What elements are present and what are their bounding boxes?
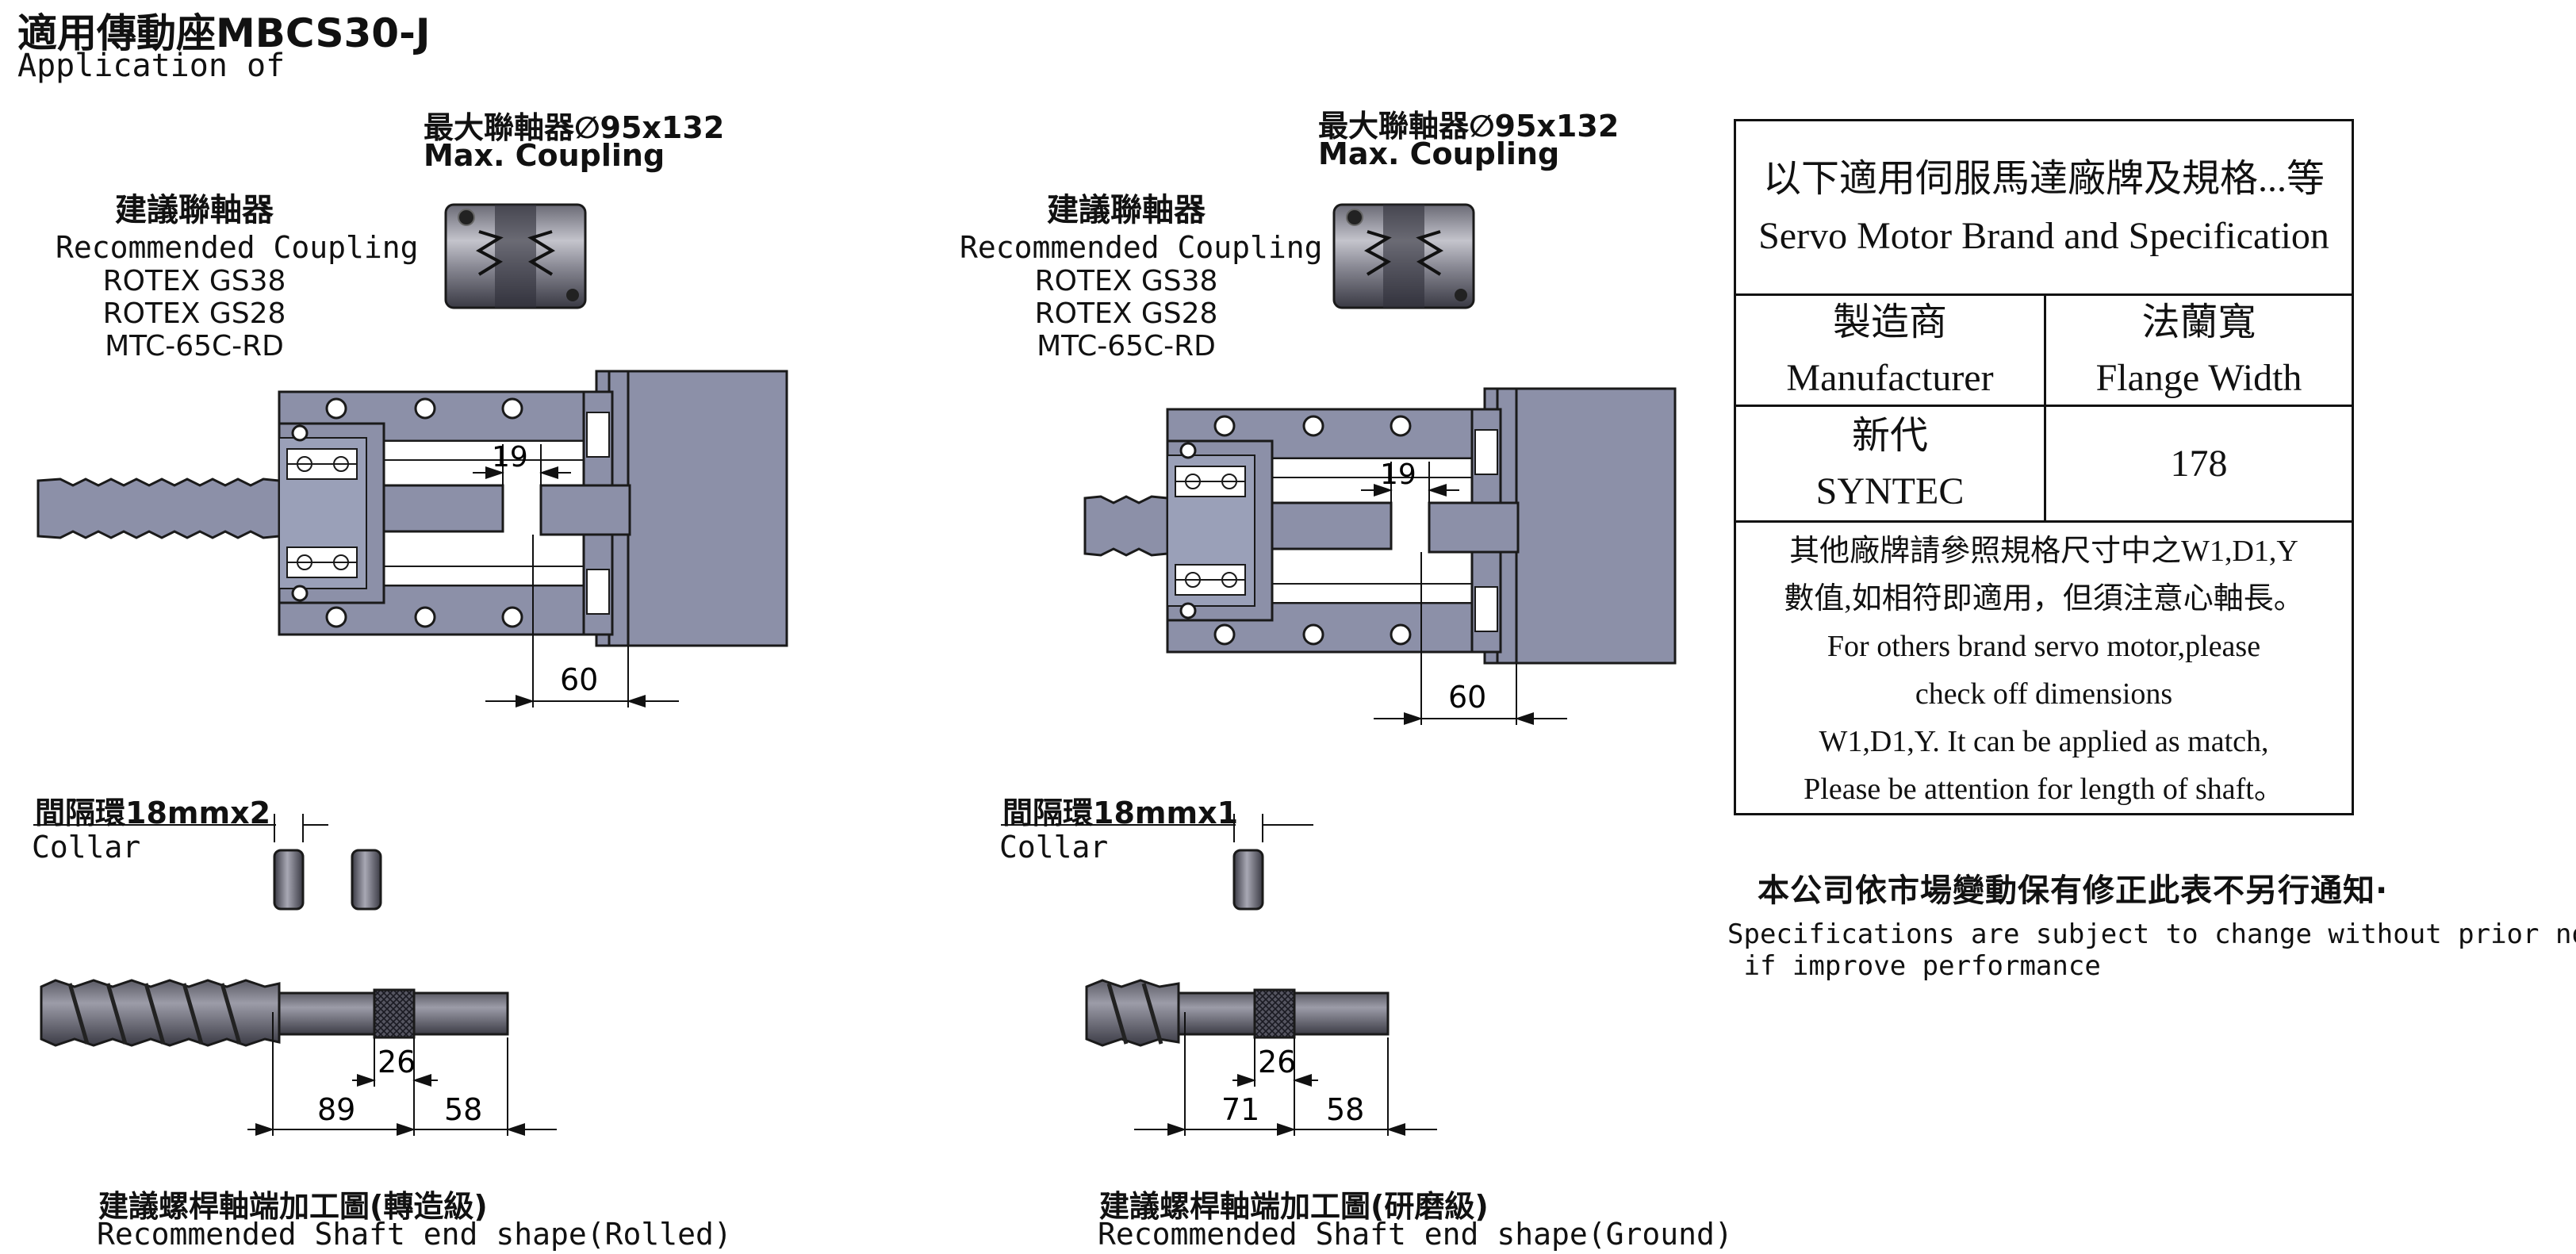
right-shaft-dim-71: 71	[1221, 1092, 1259, 1127]
right-assembly-drawing: 19 60	[1001, 203, 1677, 1136]
spec-header-zh: 以下適用伺服馬達廠牌及規格...等	[1762, 157, 2325, 200]
right-recommended-item: ROTEX GS38	[1034, 265, 1218, 297]
left-collars	[33, 814, 382, 911]
right-shaft-dim-lines	[1134, 1012, 1437, 1136]
right-recommended-item: ROTEX GS28	[1034, 297, 1218, 330]
left-collar-en: Collar	[32, 830, 141, 865]
left-rolled-shaft	[40, 979, 509, 1047]
left-recommended-item: ROTEX GS38	[102, 265, 286, 297]
spec-header-en: Servo Motor Brand and Specification	[1758, 214, 2329, 257]
spec-table: 以下適用伺服馬達廠牌及規格...等 Servo Motor Brand and …	[1734, 119, 2354, 815]
left-shaft-dim-lines	[247, 1012, 557, 1136]
right-dim-60: 60	[1448, 680, 1486, 715]
right-shaft-dim-26: 26	[1258, 1045, 1296, 1080]
spec-note-line: check off dimensions	[1915, 677, 2173, 711]
left-coupling-image	[444, 203, 587, 309]
notice-zh: 本公司依市場變動保有修正此表不另行通知·	[1758, 872, 2389, 909]
spec-note-line: For others brand servo motor,please	[1827, 630, 2261, 663]
spec-col-manufacturer-en: Manufacturer	[1786, 356, 1994, 399]
left-max-coupling-zh: 最大聯軸器∅95x132	[424, 110, 725, 145]
left-ball-screw	[36, 477, 504, 539]
right-collar-zh: 間隔環18mmx1	[1002, 796, 1239, 830]
page-subtitle: Application of	[17, 48, 286, 84]
right-shaft-dim-58: 58	[1326, 1092, 1364, 1127]
spec-note-line: 數值,如相符即適用，但須注意心軸長。	[1784, 582, 2304, 615]
notice-en: Specifications are subject to change wit…	[1727, 918, 2576, 982]
right-collar-en: Collar	[999, 830, 1109, 865]
right-dim-19-lines	[1361, 462, 1459, 503]
spec-row-brand: 新代 SYNTEC	[1736, 407, 2044, 523]
right-coupling-image	[1332, 203, 1475, 309]
left-dim-19: 19	[492, 441, 528, 474]
left-recommended-coupling: 建議聯軸器 Recommended Coupling ROTEX GS38 RO…	[56, 184, 419, 362]
left-shaft-caption-zh: 建議螺桿軸端加工圖(轉造級)	[98, 1189, 488, 1224]
left-recommended-zh: 建議聯軸器	[115, 192, 274, 228]
spec-table-note: 其他廠牌請參照規格尺寸中之W1,D1,Y 數值,如相符即適用，但須注意心軸長。 …	[1736, 523, 2352, 818]
spec-note-line: W1,D1,Y. It can be applied as match,	[1819, 725, 2269, 758]
right-max-coupling-zh: 最大聯軸器∅95x132	[1318, 109, 1620, 144]
page-title: 適用傳動座MBCS30-J	[17, 10, 431, 56]
spec-note-line: 其他廠牌請參照規格尺寸中之W1,D1,Y	[1789, 535, 2298, 568]
right-collar	[1001, 814, 1313, 911]
right-recommended-item: MTC-65C-RD	[1037, 330, 1216, 362]
right-recommended-en: Recommended Coupling	[960, 230, 1323, 265]
spec-col-flange: 法蘭寬 Flange Width	[2046, 296, 2352, 407]
right-ground-shaft	[1085, 979, 1390, 1047]
left-collar-zh: 間隔環18mmx2	[35, 796, 271, 830]
spec-row-brand-en: SYNTEC	[1815, 470, 1965, 512]
left-dim-60: 60	[560, 662, 598, 697]
spec-col-flange-en: Flange Width	[2095, 356, 2302, 399]
spec-col-manufacturer-zh: 製造商	[1832, 301, 1947, 343]
spec-note-line: Please be attention for length of shaft。	[1804, 773, 2284, 806]
right-shaft-caption-zh: 建議螺桿軸端加工圖(研磨級)	[1099, 1189, 1489, 1224]
spec-table-divider	[2044, 296, 2046, 523]
left-shaft-dim-89: 89	[317, 1092, 355, 1127]
left-shaft-dim-58: 58	[444, 1092, 482, 1127]
spec-col-flange-zh: 法蘭寬	[2141, 301, 2256, 343]
left-recommended-en: Recommended Coupling	[56, 230, 419, 265]
right-max-coupling-en: Max. Coupling	[1318, 136, 1560, 171]
left-dim-60-lines	[485, 535, 679, 708]
spec-col-manufacturer: 製造商 Manufacturer	[1736, 296, 2044, 407]
spec-flange-178: 178	[2170, 442, 2228, 485]
left-max-coupling-en: Max. Coupling	[424, 138, 665, 173]
left-recommended-item: MTC-65C-RD	[105, 330, 284, 362]
spec-table-header: 以下適用伺服馬達廠牌及規格...等 Servo Motor Brand and …	[1736, 121, 2352, 296]
left-shaft-caption-en: Recommended Shaft end shape(Rolled)	[97, 1217, 732, 1252]
right-recommended-coupling: 建議聯軸器 Recommended Coupling ROTEX GS38 RO…	[960, 184, 1323, 362]
right-shaft-caption-en: Recommended Shaft end shape(Ground)	[1098, 1217, 1733, 1252]
spec-row-brand-zh: 新代	[1851, 414, 1928, 457]
spec-row-flange-value: 178	[2046, 407, 2352, 523]
right-recommended-zh: 建議聯軸器	[1047, 192, 1206, 228]
right-dim-19: 19	[1380, 458, 1416, 491]
left-shaft-dim-26: 26	[378, 1045, 416, 1080]
left-dim-19-lines	[473, 444, 571, 485]
right-dim-60-lines	[1374, 552, 1567, 725]
left-recommended-item: ROTEX GS28	[102, 297, 286, 330]
left-assembly-drawing: 19 60	[33, 203, 788, 1136]
